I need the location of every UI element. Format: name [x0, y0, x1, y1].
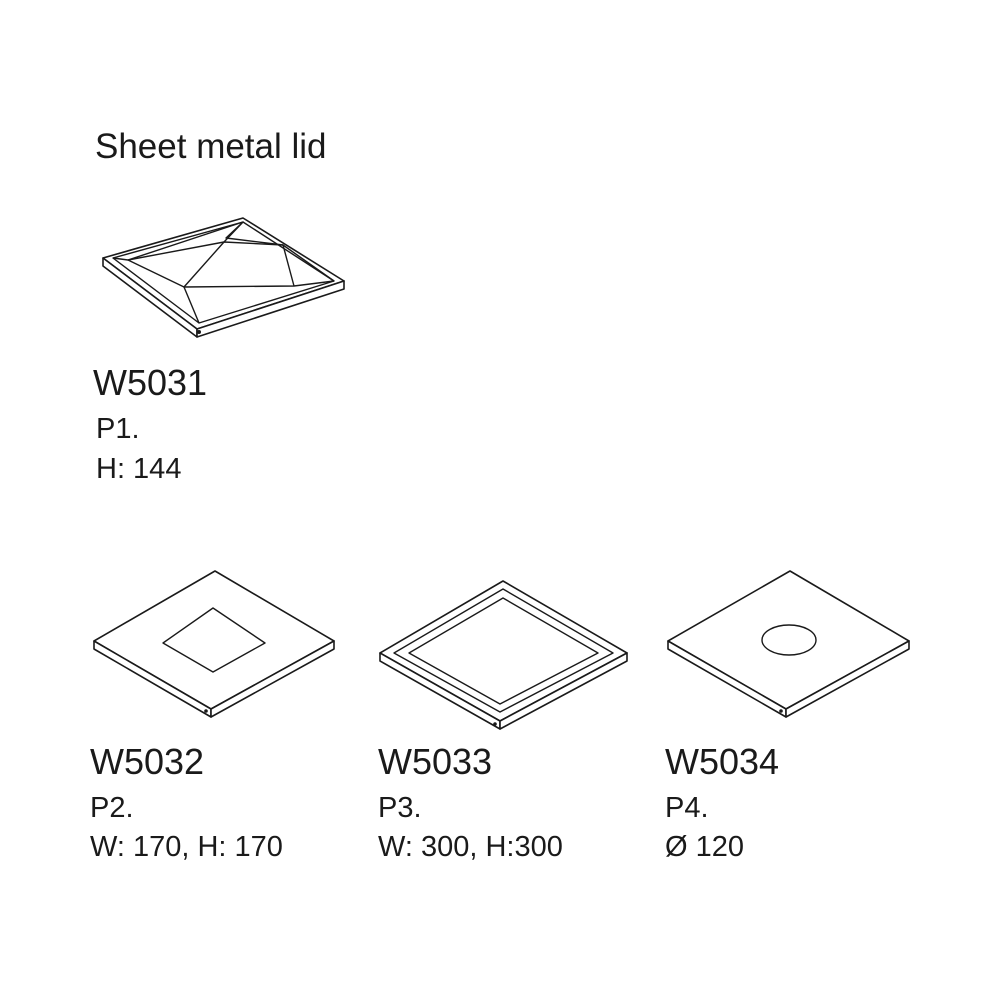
- product-dimensions: W: 300, H:300: [378, 831, 563, 863]
- page-title: Sheet metal lid: [95, 127, 327, 166]
- product-position: P4.: [665, 792, 709, 824]
- product-code: W5034: [665, 741, 780, 782]
- product-dimensions: Ø 120: [665, 831, 744, 863]
- product-position: P1.: [96, 413, 140, 445]
- product-position: P3.: [378, 792, 422, 824]
- product-dimensions: H: 144: [96, 453, 182, 485]
- product-position: P2.: [90, 792, 134, 824]
- product-dimensions: W: 170, H: 170: [90, 831, 283, 863]
- product-code: W5033: [378, 741, 493, 782]
- product-code: W5032: [90, 741, 205, 782]
- product-code: W5031: [93, 362, 208, 403]
